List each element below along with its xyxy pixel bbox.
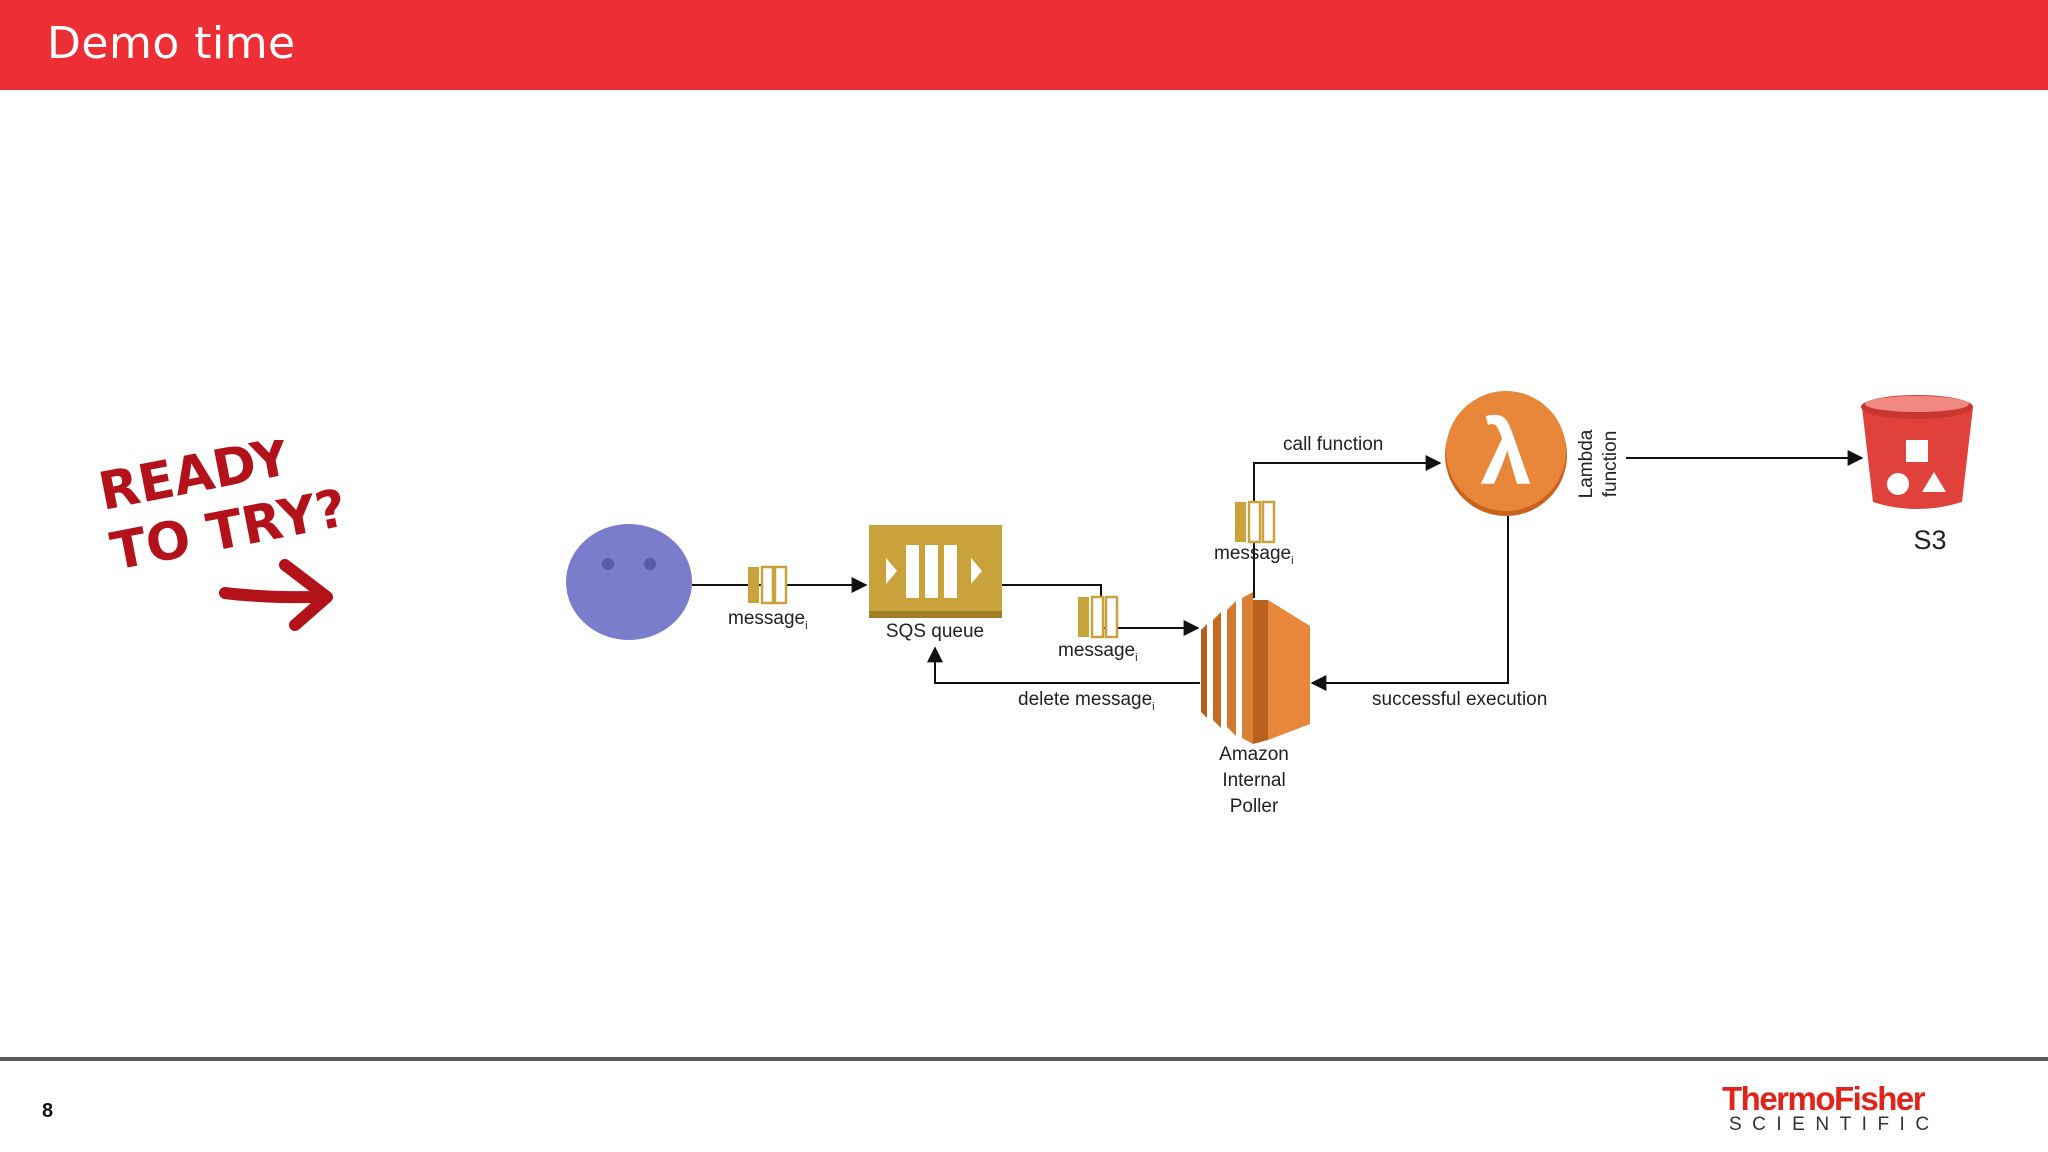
arrow-call-function	[1253, 455, 1442, 598]
user-face-icon	[566, 524, 692, 640]
arrow-delete-message	[927, 646, 1200, 684]
logo-brand-line2: SCIENTIFIC	[1729, 1114, 1940, 1135]
poller-icon	[1201, 592, 1310, 744]
sqs-queue-icon	[869, 525, 1002, 618]
sqs-label: SQS queue	[886, 621, 984, 642]
message-label-2: messagei	[1058, 640, 1138, 664]
slide-title: Demo time	[47, 18, 296, 69]
s3-label: S3	[1913, 525, 1946, 555]
delete-message-label: delete messagei	[1018, 689, 1155, 713]
poller-label-2: Internal	[1222, 770, 1285, 791]
arrow-successful-execution	[1310, 516, 1509, 691]
lambda-label-1: Lambda	[1576, 429, 1597, 498]
message-icon-1	[748, 565, 788, 605]
header-bar	[0, 0, 2048, 90]
logo-brand-line1: ThermoFisher	[1722, 1080, 1926, 1117]
ready-to-try-sticker: READY TO TRY?	[95, 440, 351, 631]
call-function-label: call function	[1283, 434, 1383, 455]
poller-label-3: Poller	[1230, 796, 1279, 817]
s3-bucket-icon	[1861, 395, 1973, 509]
lambda-label-2: function	[1600, 431, 1621, 498]
footer-divider	[0, 1057, 2048, 1061]
thermo-fisher-logo: ThermoFisher SCIENTIFIC	[1722, 1080, 1932, 1135]
sticker-arrow-icon	[219, 587, 326, 604]
page-number: 8	[42, 1100, 54, 1122]
lambda-icon: λ	[1445, 391, 1567, 516]
message-icon-3	[1235, 500, 1276, 544]
poller-label-1: Amazon	[1219, 744, 1289, 765]
successful-execution-label: successful execution	[1372, 689, 1547, 710]
lambda-symbol: λ	[1480, 402, 1531, 504]
message-label-3: messagei	[1214, 543, 1294, 567]
message-icon-2	[1078, 595, 1119, 639]
message-label-1: messagei	[728, 608, 808, 632]
